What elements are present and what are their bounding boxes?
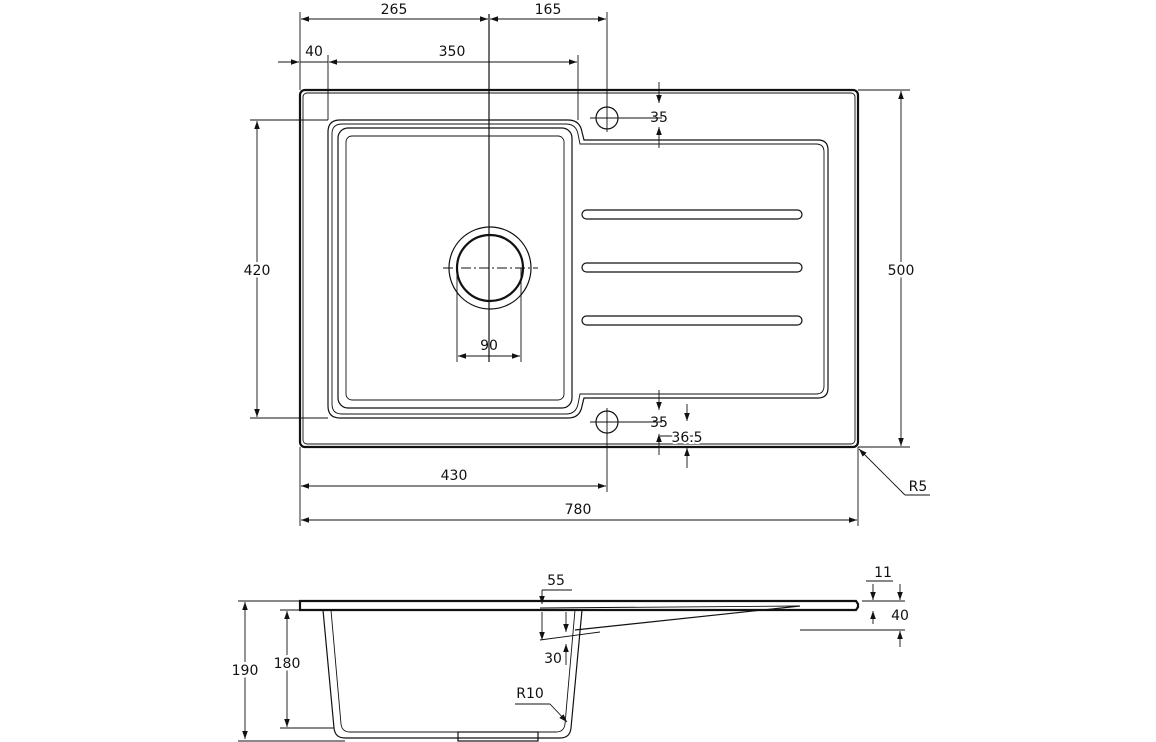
dim-55: 55 <box>547 573 565 589</box>
side-waste-outlet <box>457 731 539 742</box>
leader-r10 <box>549 703 568 723</box>
bowl-drainer-rim-inner <box>331 123 825 415</box>
dim-420: 420 <box>244 263 271 279</box>
bowl-outline <box>337 127 573 409</box>
drainer-groove <box>581 262 803 273</box>
dim-30: 30 <box>544 651 562 667</box>
sink-outer-inner-line <box>302 92 856 445</box>
dim-35-top: 35 <box>650 110 668 126</box>
tap-hole-top <box>590 104 662 132</box>
bowl-inner-outline <box>345 135 565 401</box>
dim-430: 430 <box>441 468 468 484</box>
dim-35-bottom: 35 <box>650 415 668 431</box>
dim-265: 265 <box>381 2 408 18</box>
side-bowl-inner <box>330 609 576 733</box>
dim-36-5: 36.5 <box>671 430 702 446</box>
drainer-grooves <box>581 209 803 326</box>
dim-40-side: 40 <box>891 608 909 624</box>
dim-40: 40 <box>305 44 323 60</box>
side-bowl-outer <box>322 609 583 739</box>
dim-r5: R5 <box>909 479 928 495</box>
dim-500: 500 <box>888 263 915 279</box>
side-drainer-slope <box>574 605 801 631</box>
dim-r10: R10 <box>516 686 544 702</box>
top-view: 265 165 40 350 420 500 35 35 <box>241 2 930 526</box>
drainer-groove <box>581 209 803 220</box>
sink-outer-outline <box>298 88 860 449</box>
dim-11: 11 <box>874 565 892 581</box>
side-view: 55 30 11 40 190 180 R10 <box>229 565 909 742</box>
dim-350: 350 <box>439 44 466 60</box>
dim-180: 180 <box>274 656 301 672</box>
drainer-groove <box>581 315 803 326</box>
dim-90: 90 <box>480 338 498 354</box>
dim-780: 780 <box>565 502 592 518</box>
dim-165: 165 <box>535 2 562 18</box>
bowl-drainer-rim <box>327 119 829 419</box>
dim-190: 190 <box>232 663 259 679</box>
leader-r5 <box>858 448 906 496</box>
